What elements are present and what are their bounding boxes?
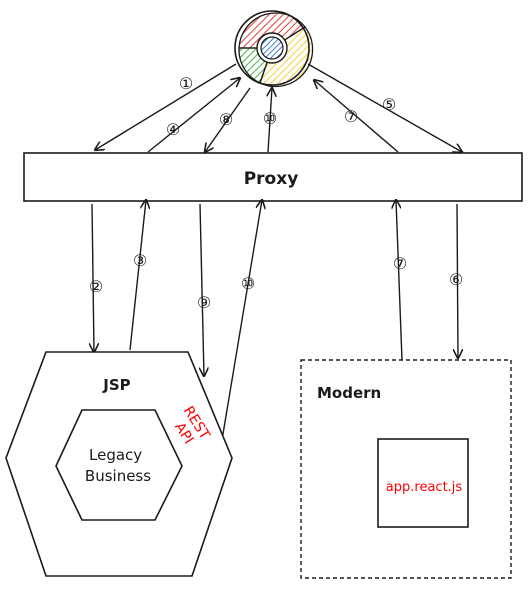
step-8-label: ⑧ xyxy=(219,110,233,129)
legacy-business-label: Legacy Business xyxy=(85,446,151,485)
arrow-1 xyxy=(95,63,237,150)
chrome-browser-icon xyxy=(234,10,314,88)
step-7-top-label: ⑦ xyxy=(344,107,358,126)
legacy-business-hexagon xyxy=(55,409,183,521)
proxy-box xyxy=(23,152,523,202)
step-10-rest-label: ⑩ xyxy=(241,274,255,293)
step-10-top-label: ⑩ xyxy=(263,109,277,128)
step-7-bottom-label: ⑦ xyxy=(393,254,407,273)
proxy-label: Proxy xyxy=(244,169,299,189)
legacy-label-line2: Business xyxy=(85,467,151,485)
arrow-10-top xyxy=(268,88,272,153)
legacy-label-line1: Legacy xyxy=(89,446,142,464)
arrow-6 xyxy=(457,203,458,358)
step-6-label: ⑥ xyxy=(449,270,463,289)
jsp-label: JSP xyxy=(102,376,130,394)
step-2-label: ② xyxy=(89,277,103,296)
arrow-2 xyxy=(92,203,94,352)
app-react-box xyxy=(377,438,469,528)
modern-label: Modern xyxy=(317,384,381,402)
step-3-label: ③ xyxy=(133,251,147,270)
step-4-label: ④ xyxy=(166,120,180,139)
arrow-8 xyxy=(205,87,251,152)
arrow-4 xyxy=(147,78,240,153)
arrow-9 xyxy=(200,203,204,376)
step-9-label: ⑨ xyxy=(197,293,211,312)
arrow-7-top xyxy=(314,80,399,153)
app-react-label: app.react.js xyxy=(386,480,463,495)
step-5-label: ⑤ xyxy=(382,95,396,114)
arrow-7-bottom xyxy=(396,200,403,361)
arrow-3 xyxy=(129,200,146,351)
arrow-5 xyxy=(307,63,462,152)
step-1-label: ① xyxy=(179,74,193,93)
arrow-10-rest xyxy=(221,200,262,441)
